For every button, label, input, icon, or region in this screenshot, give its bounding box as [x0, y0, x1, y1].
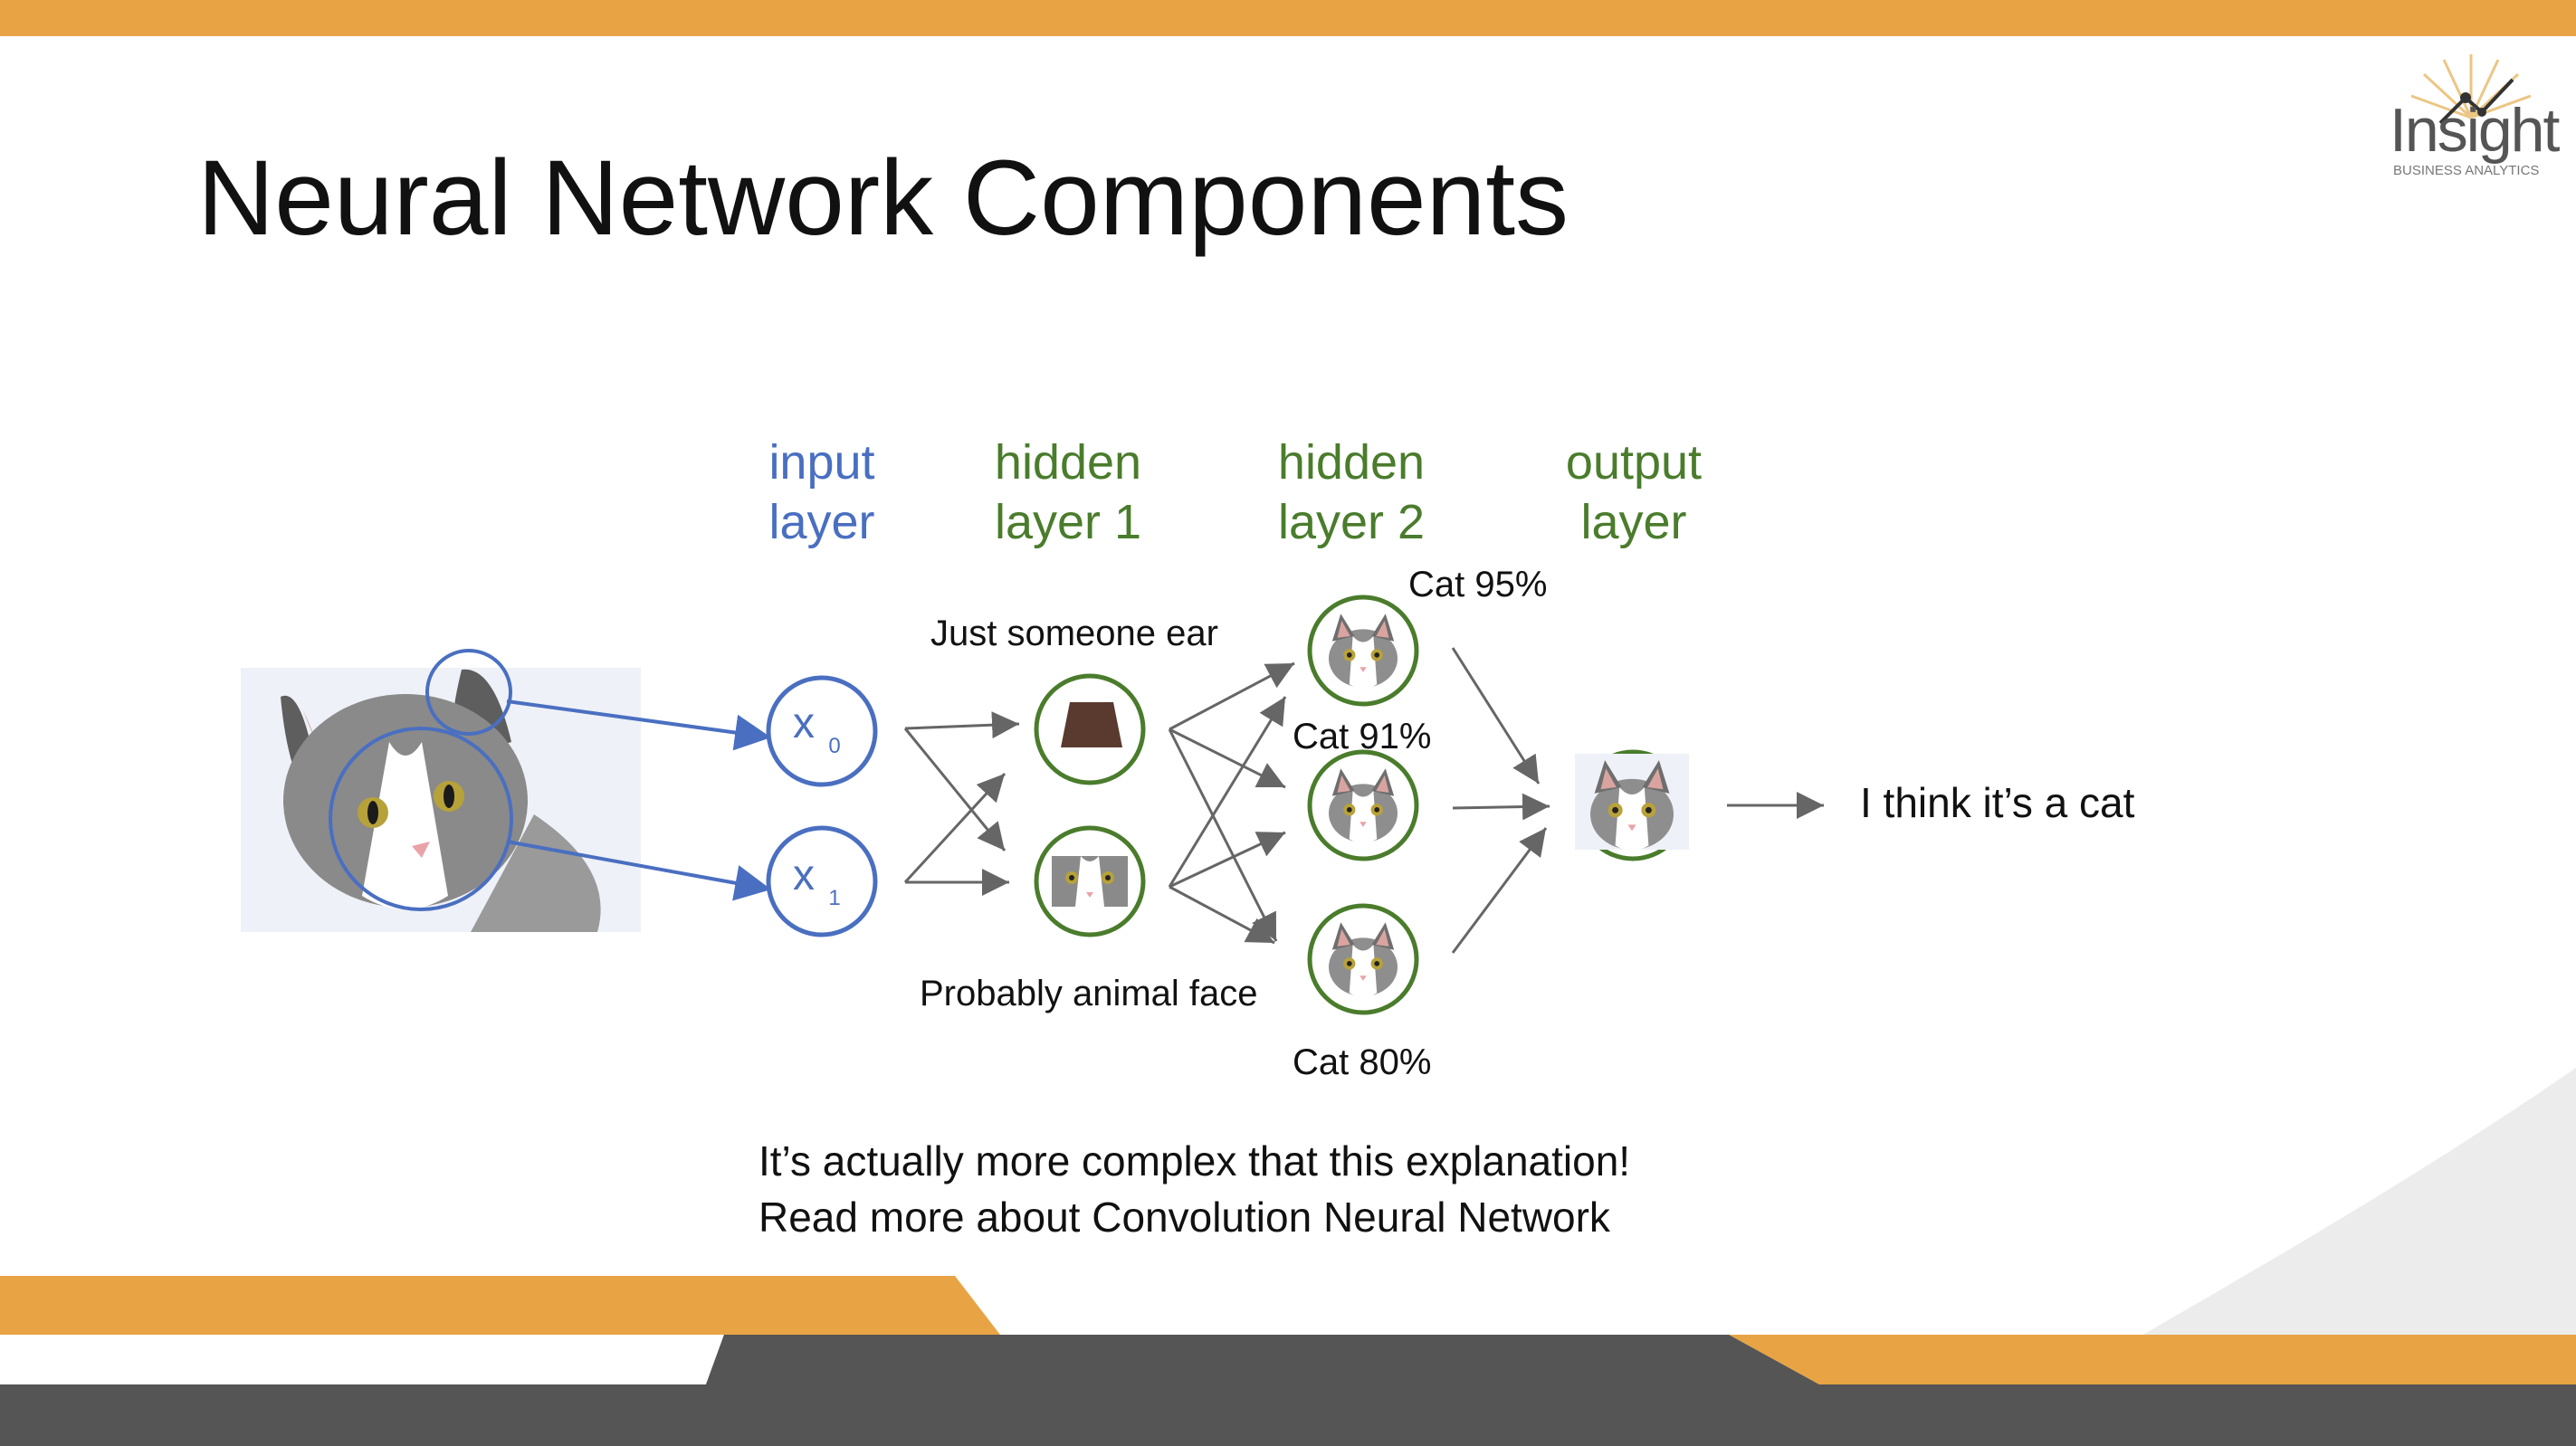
- hidden1-label-face: Probably animal face: [920, 974, 1258, 1013]
- bottom-orange-band: [0, 1276, 1000, 1335]
- note-line-1: It’s actually more complex that this exp…: [758, 1137, 1631, 1184]
- layer-header-output: output layer: [1516, 433, 1751, 552]
- layer-header-line: layer 1: [994, 495, 1142, 549]
- arrow-ear-to-x0: [506, 699, 772, 751]
- layer-header-line: layer: [1580, 495, 1687, 549]
- hidden2-label-2: Cat 91%: [1293, 717, 1432, 756]
- ear-highlight-circle: [425, 649, 512, 736]
- input-node-x0: [766, 675, 878, 787]
- hidden2-label-1: Cat 95%: [1408, 565, 1548, 604]
- logo-sunburst-icon: [2410, 54, 2532, 125]
- gray-band-top: [706, 1335, 1774, 1384]
- hidden1-label-ear: Just someone ear: [930, 614, 1218, 653]
- hidden1-to-hidden2-arrows: [1168, 661, 1295, 945]
- logo-tagline: BUSINESS ANALYTICS: [2393, 163, 2540, 178]
- layer-header-line: hidden: [1277, 435, 1426, 490]
- hidden2-to-output-arrows: [1451, 647, 1824, 954]
- ear-patch-icon: [1061, 702, 1122, 747]
- cat-photo: [241, 649, 641, 932]
- layer-header-line: input: [768, 435, 875, 490]
- input-x1-label: x: [793, 851, 815, 899]
- input-x1-subscript: 1: [828, 886, 840, 910]
- layer-header-line: layer: [768, 495, 875, 549]
- slide-title: Neural Network Components: [197, 138, 1569, 258]
- layer-header-line: layer 2: [1277, 495, 1426, 549]
- layer-header-input: input layer: [704, 433, 940, 552]
- input-node-x1: [766, 825, 878, 937]
- layer-header-hidden-2: hidden layer 2: [1234, 433, 1469, 552]
- face-highlight-circle: [329, 727, 513, 911]
- input-x0-label: x: [793, 699, 815, 747]
- note-line-2: Read more about Convolution Neural Netwo…: [758, 1194, 1610, 1241]
- logo-name: Insight: [2390, 96, 2560, 165]
- output-label: I think it’s a cat: [1860, 779, 2135, 826]
- insight-logo: Insight BUSINESS ANALYTICS: [2371, 45, 2571, 190]
- bottom-gray-band: [0, 1335, 2576, 1446]
- layer-header-line: output: [1565, 435, 1703, 490]
- hidden2-label-3: Cat 80%: [1293, 1042, 1432, 1082]
- layer-header-line: hidden: [994, 435, 1142, 490]
- input-x0-subscript: 0: [828, 734, 840, 758]
- face-patch-icon: [1052, 856, 1128, 907]
- input-to-hidden1-arrows: [903, 711, 1020, 896]
- layer-header-hidden-1: hidden layer 1: [950, 433, 1186, 552]
- bottom-right-orange: [1729, 1335, 2576, 1384]
- top-orange-bar: [0, 0, 2576, 36]
- arrow-face-to-x1: [506, 840, 772, 901]
